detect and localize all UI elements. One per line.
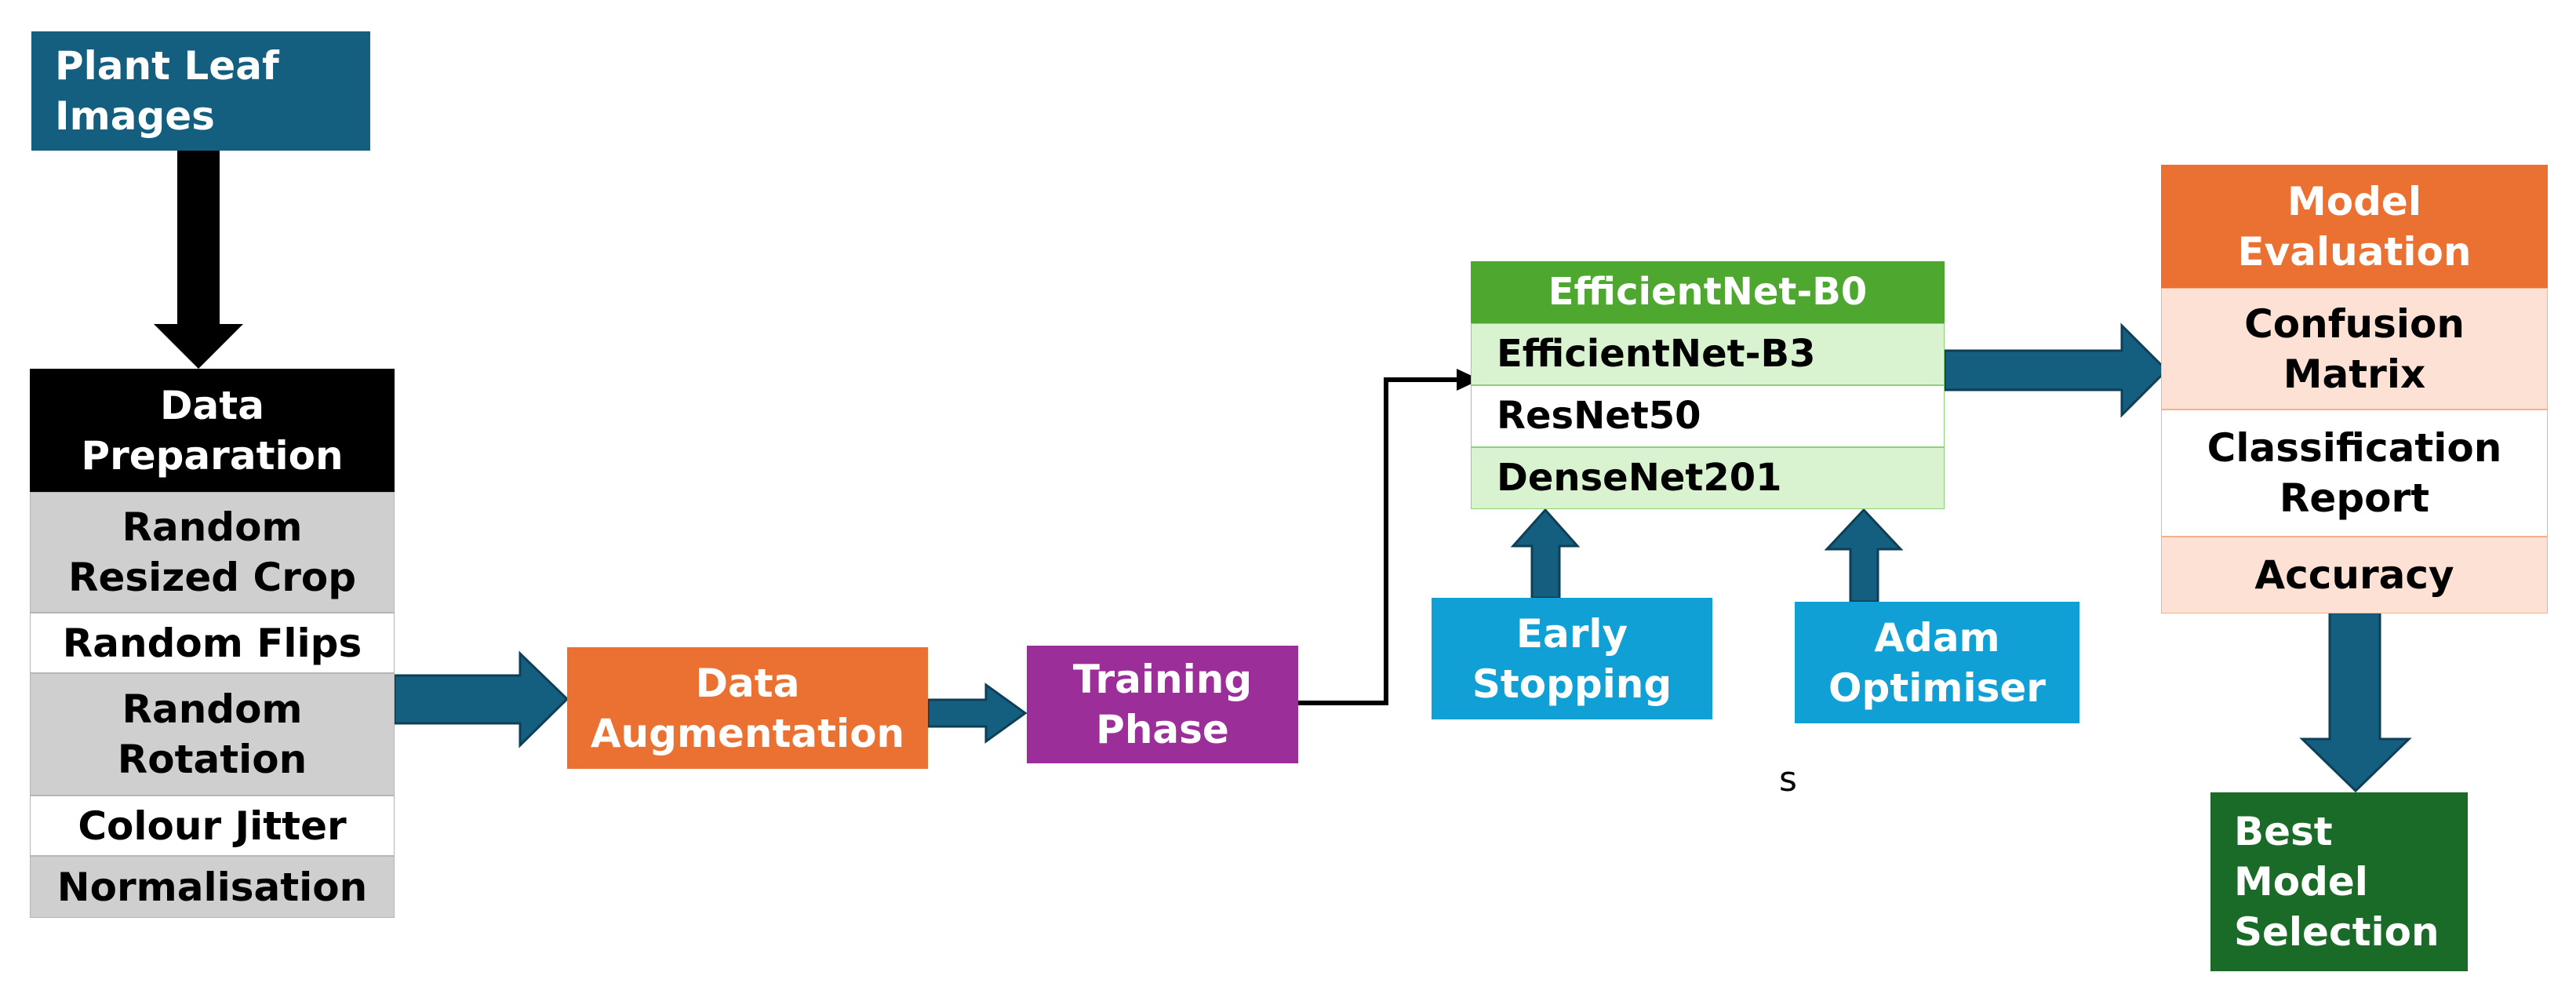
model-efficientnet-b3: EfficientNet-B3 xyxy=(1471,323,1945,385)
data-preparation-stack: Data Preparation Random Resized Crop Ran… xyxy=(30,369,395,918)
arrow-adam-up xyxy=(1824,508,1904,603)
training-phase-box: Training Phase xyxy=(1027,646,1298,763)
arrow-models-to-evaluation xyxy=(1943,322,2169,418)
model-evaluation-title: Model Evaluation xyxy=(2161,165,2548,288)
arrow-preparation-to-augmentation xyxy=(393,650,569,748)
prep-step-random-flips: Random Flips xyxy=(30,613,395,673)
data-augmentation-label: Data Augmentation xyxy=(590,660,905,756)
plant-leaf-images-label: Plant Leaf Images xyxy=(55,43,279,139)
models-stack: EfficientNet-B0 EfficientNet-B3 ResNet50… xyxy=(1471,261,1945,509)
training-phase-label: Training Phase xyxy=(1072,657,1253,752)
model-resnet50: ResNet50 xyxy=(1471,385,1945,447)
best-model-selection-label: Best Model Selection xyxy=(2234,809,2440,955)
model-efficientnet-b0: EfficientNet-B0 xyxy=(1471,261,1945,323)
plant-leaf-images-box: Plant Leaf Images xyxy=(31,31,370,151)
arrow-input-to-preparation xyxy=(154,151,243,369)
arrow-augmentation-to-training xyxy=(926,683,1028,744)
prep-step-random-resized-crop: Random Resized Crop xyxy=(30,492,395,613)
model-densenet201: DenseNet201 xyxy=(1471,447,1945,509)
metric-accuracy: Accuracy xyxy=(2161,537,2548,614)
arrowhead-training-to-models xyxy=(1457,369,1480,391)
stray-character: s xyxy=(1779,759,1797,799)
adam-optimiser-label: Adam Optimiser xyxy=(1828,614,2046,711)
connector-training-to-models xyxy=(1298,377,1461,705)
adam-optimiser-box: Adam Optimiser xyxy=(1795,602,2079,723)
early-stopping-label: Early Stopping xyxy=(1472,610,1672,707)
metric-confusion-matrix: Confusion Matrix xyxy=(2161,288,2548,410)
metric-classification-report: Classification Report xyxy=(2161,410,2548,537)
prep-step-random-rotation: Random Rotation xyxy=(30,673,395,796)
arrow-early-stopping-up xyxy=(1510,508,1581,599)
prep-step-colour-jitter: Colour Jitter xyxy=(30,796,395,856)
data-preparation-title: Data Preparation xyxy=(30,369,395,492)
arrow-evaluation-to-best-model xyxy=(2299,611,2412,793)
best-model-selection-box: Best Model Selection xyxy=(2210,792,2468,971)
prep-step-normalisation: Normalisation xyxy=(30,856,395,918)
model-evaluation-stack: Model Evaluation Confusion Matrix Classi… xyxy=(2161,165,2548,614)
early-stopping-box: Early Stopping xyxy=(1432,598,1712,719)
data-augmentation-box: Data Augmentation xyxy=(567,647,928,769)
